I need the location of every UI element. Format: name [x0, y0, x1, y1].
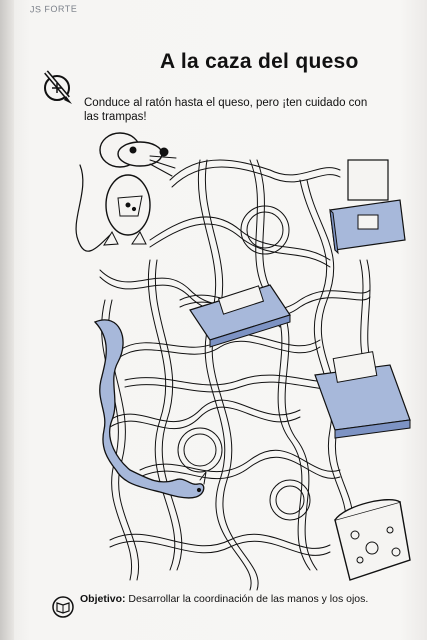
- cat-illustration: [93, 319, 207, 499]
- instruction-text: Conduce al ratón hasta el queso, pero ¡t…: [84, 97, 368, 123]
- objective-footer: Objetivo: Desarrollar la coordinación de…: [80, 593, 420, 605]
- page-title: A la caza del queso: [160, 50, 359, 73]
- mousetrap-illustration: [189, 159, 411, 439]
- objective-text: Desarrollar la coordinación de las manos…: [125, 593, 369, 605]
- objective-label: Objetivo:: [80, 593, 126, 605]
- cheese-illustration: [334, 499, 411, 581]
- page-binding: [0, 0, 14, 640]
- mouse-illustration: [75, 132, 177, 252]
- pencil-icon: [44, 70, 72, 104]
- book-icon: [52, 596, 74, 618]
